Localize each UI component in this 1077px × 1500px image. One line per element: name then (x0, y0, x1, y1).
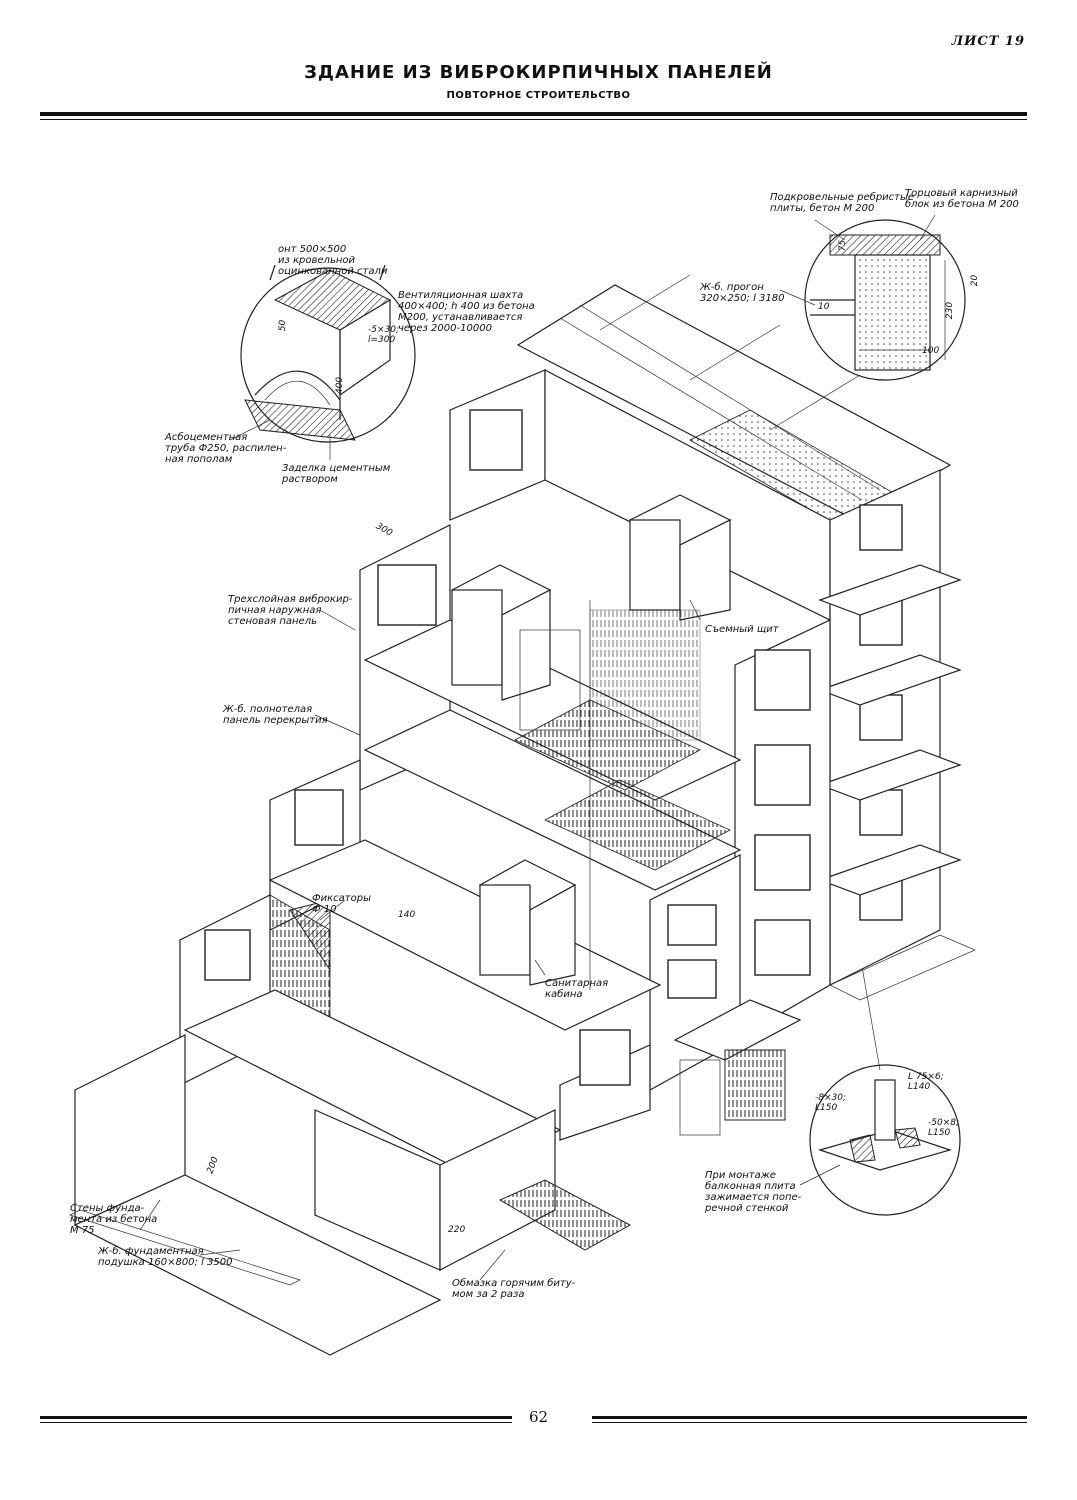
sanitary-cabin (478, 859, 577, 986)
label-angle: L 75×6; L140 (908, 1072, 944, 1092)
label-strip2: -8×30; L150 (815, 1093, 846, 1113)
label-floor-panel: Ж-б. полнотелая панель перекрытия (223, 704, 328, 726)
vent-shafts (450, 494, 732, 701)
front-facade-windows (754, 649, 811, 976)
dim-75: 75 (838, 239, 849, 252)
label-balcony-note: При монтаже балконная плита зажимается п… (705, 1170, 802, 1214)
label-removable-panel: Съемный щит (705, 624, 779, 635)
label-roof-ribbed-slabs: Подкровельные ребристые плиты, бетон М 2… (770, 192, 915, 214)
building (69, 274, 976, 1356)
label-strip: -5×30; l=300 (368, 325, 399, 345)
dim-400: 400 (335, 376, 346, 395)
leader-lines (139, 599, 841, 1281)
balcony-detail (809, 954, 961, 1216)
footer-rule-right (592, 1416, 1027, 1419)
sheet-number: ЛИСТ 19 (951, 34, 1025, 49)
label-strip3: -50×8; L150 (928, 1118, 959, 1138)
label-purlin: Ж-б. прогон 320×250; l 3180 (700, 282, 785, 304)
dim-140: 140 (398, 910, 416, 920)
balcony-slabs (818, 564, 962, 896)
vent-cap-detail (229, 264, 416, 460)
footer-rule-left (40, 1416, 512, 1419)
dim-10: 10 (818, 302, 830, 312)
foundation (69, 1029, 651, 1356)
page-number: 62 (528, 1408, 549, 1426)
staircase (514, 600, 731, 990)
dim-50: 50 (278, 319, 289, 332)
label-sanitary-cabin: Санитарная кабина (545, 978, 609, 1000)
footer-rule-right-thin (592, 1422, 1027, 1423)
label-cap: онт 500×500 из кровельной оцинкованной с… (278, 244, 388, 277)
footer-rule-left-thin (40, 1422, 512, 1423)
page-title: ЗДАНИЕ ИЗ ВИБРОКИРПИЧНЫХ ПАНЕЛЕЙ (304, 62, 773, 83)
label-end-cornice-block: Торцовый карнизный блок из бетона М 200 (905, 188, 1019, 210)
header-rule-thin (40, 119, 1027, 120)
label-fixators: Фиксаторы Ф 10 (312, 893, 371, 915)
dim-100: 100 (922, 346, 940, 356)
label-foundation-pad: Ж-б. фундаментная подушка 160×800; l 350… (98, 1246, 233, 1268)
dim-220: 220 (448, 1225, 466, 1235)
cornice-detail (779, 214, 966, 381)
header-rule (40, 112, 1027, 116)
label-three-layer-panel: Трехслойная виброкир- пичная наружная ст… (228, 594, 353, 627)
label-vent-shaft: Вентиляционная шахта 400×400; h 400 из б… (398, 290, 535, 334)
label-foundation-walls: Стены фунда- мента из бетона М 75 (70, 1203, 158, 1236)
page-subtitle: ПОВТОРНОЕ СТРОИТЕЛЬСТВО (446, 90, 631, 101)
dim-20: 20 (970, 274, 981, 287)
dim-230: 230 (945, 301, 956, 320)
label-bitumen: Обмазка горячим биту- мом за 2 раза (452, 1278, 576, 1300)
label-cement-seal: Заделка цементным раствором (282, 463, 391, 485)
label-asbestos-pipe: Асбоцементная труба Ф250, распилен- ная … (165, 432, 287, 465)
